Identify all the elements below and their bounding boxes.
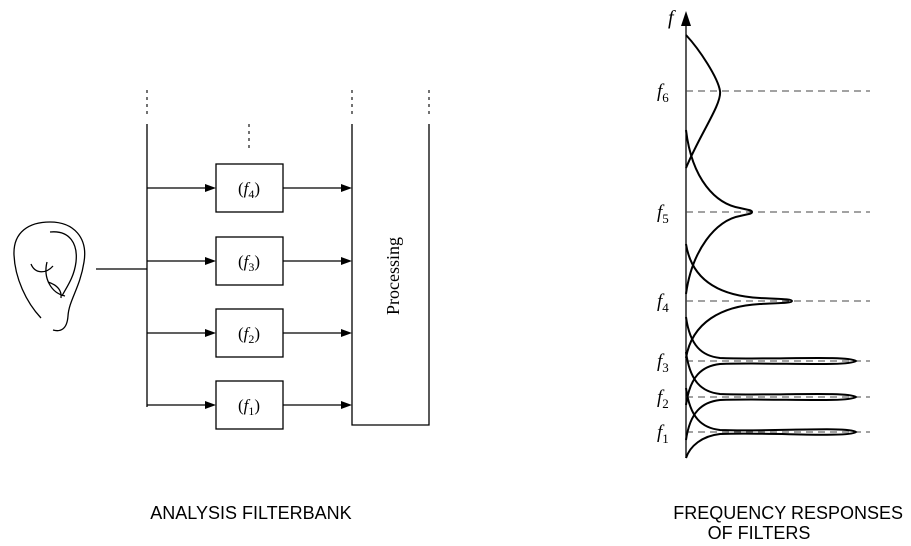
- response-curve-f3: [685, 316, 858, 406]
- filter-box-f1: (f1): [215, 380, 284, 430]
- filter-box-f4: (f4): [215, 163, 284, 213]
- analysis-filterbank-diagram: (f4) (f3) (f2) (f1) Processing ANA: [13, 90, 430, 523]
- frequency-axis-label: f: [668, 7, 676, 29]
- response-curve-f6: [685, 34, 722, 169]
- analysis-filterbank-caption: ANALYSIS FILTERBANK: [150, 503, 351, 523]
- svg-text:(f2): (f2): [238, 324, 260, 346]
- freq-label-f3: f3: [657, 351, 669, 375]
- processing-block: Processing: [351, 90, 430, 426]
- freq-label-f5: f5: [657, 202, 669, 226]
- frequency-axis-arrowhead: [681, 11, 691, 26]
- svg-text:(f4): (f4): [238, 179, 260, 201]
- processing-label: Processing: [383, 237, 403, 315]
- freq-label-f2: f2: [657, 387, 669, 411]
- frequency-responses-diagram: f f6 f5 f4 f3 f2 f1 FREQUEN: [657, 7, 903, 543]
- input-arrows: [147, 184, 216, 409]
- frequency-responses-caption-line1: FREQUENCY RESPONSES: [673, 503, 903, 523]
- filter-box-f2: (f2): [215, 308, 284, 358]
- response-curve-f1: [685, 387, 858, 459]
- frequency-responses-caption-line2: OF FILTERS: [708, 523, 811, 543]
- response-curve-f4: [685, 243, 794, 359]
- center-frequency-lines: [686, 90, 870, 433]
- ear-icon: [13, 221, 86, 332]
- filter-box-f3: (f3): [215, 236, 284, 286]
- filter-response-curves: [685, 34, 858, 459]
- frequency-labels: f6 f5 f4 f3 f2 f1: [657, 81, 669, 446]
- svg-text:(f1): (f1): [238, 396, 260, 418]
- svg-text:(f3): (f3): [238, 252, 260, 274]
- freq-label-f4: f4: [657, 291, 669, 315]
- freq-label-f1: f1: [657, 422, 669, 446]
- output-arrows: [283, 184, 352, 409]
- freq-label-f6: f6: [657, 81, 669, 105]
- response-curve-f5: [685, 129, 754, 295]
- response-curve-f2: [685, 351, 858, 441]
